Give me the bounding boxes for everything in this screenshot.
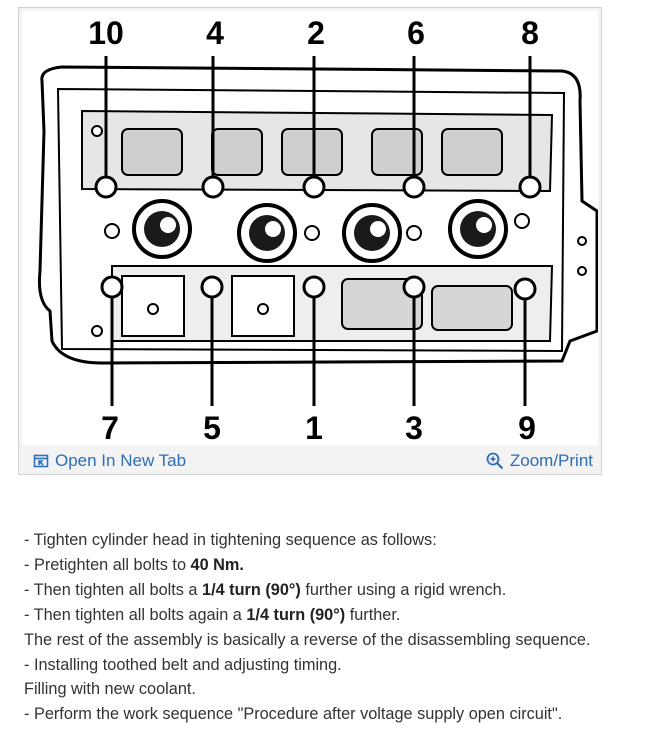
instruction-line: - Perform the work sequence "Procedure a… bbox=[24, 705, 563, 724]
bolt-number-8: 8 bbox=[521, 15, 539, 51]
instruction-line: - Installing toothed belt and adjusting … bbox=[24, 655, 342, 674]
bolt-number-7: 7 bbox=[101, 410, 119, 445]
cylinder-head-diagram[interactable]: 10 4 2 6 8 7 5 1 3 9 bbox=[22, 11, 598, 445]
instruction-line: - Then tighten all bolts again a 1/4 tur… bbox=[24, 605, 401, 624]
note-line: The rest of the assembly is basically a … bbox=[24, 630, 591, 649]
bolt-number-5: 5 bbox=[203, 410, 221, 445]
bolt-number-1: 1 bbox=[305, 410, 323, 445]
bolt-number-3: 3 bbox=[405, 410, 423, 445]
open-in-new-tab-link[interactable]: Open In New Tab bbox=[33, 451, 186, 471]
bolt-number-10: 10 bbox=[88, 15, 124, 51]
bolt-number-4: 4 bbox=[206, 15, 224, 51]
zoom-print-link[interactable]: Zoom/Print bbox=[486, 451, 593, 471]
open-in-new-tab-label: Open In New Tab bbox=[55, 451, 187, 470]
diagram-figure: 10 4 2 6 8 7 5 1 3 9 Open In New Tab bbox=[18, 7, 602, 475]
instruction-line: - Then tighten all bolts a 1/4 turn (90°… bbox=[24, 580, 507, 599]
instruction-line: - Pretighten all bolts to 40 Nm. bbox=[24, 555, 244, 574]
bolt-number-9: 9 bbox=[518, 410, 536, 445]
note-line: Filling with new coolant. bbox=[24, 680, 196, 699]
figure-toolbar: Open In New Tab Zoom/Print bbox=[19, 446, 601, 474]
magnifier-zoom-icon bbox=[486, 452, 504, 470]
bolt-number-6: 6 bbox=[407, 15, 425, 51]
open-new-tab-icon bbox=[33, 454, 49, 468]
instruction-text: - Tighten cylinder head in tightening se… bbox=[24, 528, 644, 727]
zoom-print-label: Zoom/Print bbox=[509, 451, 593, 470]
cylinder-head-drawing: 10 4 2 6 8 7 5 1 3 9 bbox=[38, 15, 598, 445]
bolt-number-2: 2 bbox=[307, 15, 325, 51]
instruction-line: - Tighten cylinder head in tightening se… bbox=[24, 531, 437, 549]
